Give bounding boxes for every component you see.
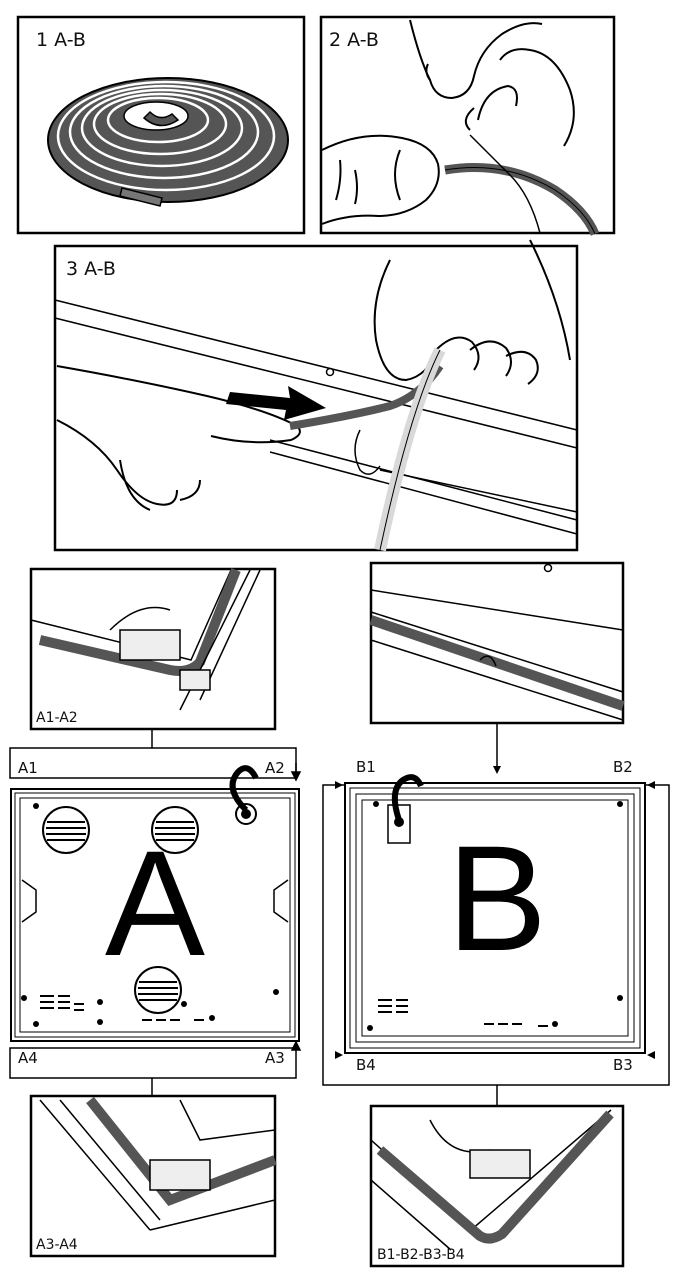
detail-b-corners-panel: B1-B2-B3-B4 [369, 1104, 625, 1268]
fan-vent-icon [134, 966, 182, 1014]
fan-vent-icon [42, 806, 90, 854]
step2-panel: 2 A-B [319, 15, 616, 236]
corner-label-b2: B2 [613, 758, 633, 776]
direction-arrow [226, 386, 326, 420]
fan-vent-icon [151, 806, 199, 854]
corner-seal-illustration-a3 [39, 1096, 277, 1231]
mounting-holes [21, 803, 279, 1027]
hob-edge-illustration [54, 299, 578, 535]
corner-label-a1: A1 [18, 759, 38, 777]
step1-panel: 1 A-B [16, 15, 306, 235]
edge-seal-illustration-b [369, 563, 625, 721]
vent-slots [378, 999, 548, 1027]
hob-b-underside: B [344, 774, 646, 1054]
detail-a3-a4-panel: A3-A4 [29, 1094, 277, 1258]
corner-label-a4: A4 [18, 1049, 38, 1067]
vent-slots [40, 995, 204, 1021]
detail-b-corners-label: B1-B2-B3-B4 [377, 1247, 465, 1263]
detail-a3-a4-label: A3-A4 [36, 1237, 78, 1253]
hands-applying-illustration [56, 239, 571, 552]
step3-label: 3 A-B [66, 258, 116, 280]
bracket-a-bottom [9, 1040, 302, 1096]
hob-a-letter: A [105, 819, 205, 987]
detail-a1-a2-panel: A1-A2 [29, 567, 277, 731]
corner-label-b4: B4 [356, 1056, 376, 1074]
bracket-a-top [9, 729, 302, 782]
corner-label-a2: A2 [265, 759, 285, 777]
cable-entry-icon [387, 774, 424, 844]
hands-peeling-illustration [321, 19, 600, 236]
corner-seal-illustration-b [370, 1109, 614, 1251]
hob-a-underside: A [10, 765, 300, 1042]
corner-label-b1: B1 [356, 758, 376, 776]
seal-coil-illustration [47, 77, 289, 207]
side-brackets [21, 879, 289, 923]
mounting-holes [367, 801, 623, 1031]
step2-label: 2 A-B [329, 29, 379, 51]
detail-a1-a2-label: A1-A2 [36, 710, 78, 726]
corner-seal-illustration-a1 [30, 568, 261, 711]
corner-arrows-b [335, 781, 655, 1059]
corner-label-a3: A3 [265, 1049, 285, 1067]
cable-entry-icon [229, 765, 259, 825]
detail-b-edge-panel [369, 561, 625, 725]
step3-panel: 3 A-B [53, 239, 579, 552]
corner-label-b3: B3 [613, 1056, 633, 1074]
hob-b-letter: B [447, 814, 547, 982]
step1-label: 1 A-B [36, 29, 86, 51]
connector-b-edge [493, 723, 501, 774]
